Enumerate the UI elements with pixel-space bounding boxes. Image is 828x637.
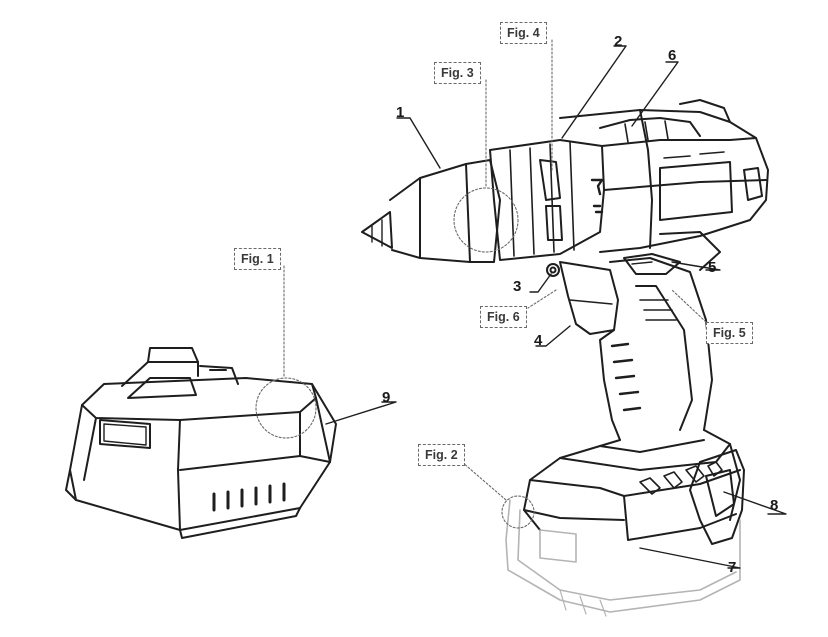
battery-lower-faded — [505, 499, 741, 617]
fig2-detail-circle — [501, 495, 535, 529]
fig3-detail-circle — [453, 187, 519, 253]
callout-3: 3 — [513, 278, 521, 295]
callout-7: 7 — [728, 559, 736, 576]
callout-8: 8 — [770, 497, 778, 514]
callout-5: 5 — [708, 259, 716, 276]
charger-illustration — [65, 347, 337, 539]
fig4-label: Fig. 4 — [500, 22, 547, 44]
fig3-label: Fig. 3 — [434, 62, 481, 84]
callout-9: 9 — [382, 389, 390, 406]
detail-circles — [255, 187, 535, 529]
fig1-label: Fig. 1 — [234, 248, 281, 270]
fig6-label: Fig. 6 — [480, 306, 527, 328]
callout-1: 1 — [396, 104, 404, 121]
callout-4: 4 — [534, 332, 543, 349]
callout-2: 2 — [614, 33, 622, 50]
drill-illustration — [361, 99, 769, 545]
callout-6: 6 — [668, 47, 676, 64]
fig5-label: Fig. 5 — [706, 322, 753, 344]
fig2-label: Fig. 2 — [418, 444, 465, 466]
figure-leaders — [283, 39, 707, 501]
callout-leaders — [325, 45, 787, 569]
fig1-detail-circle — [255, 377, 317, 439]
